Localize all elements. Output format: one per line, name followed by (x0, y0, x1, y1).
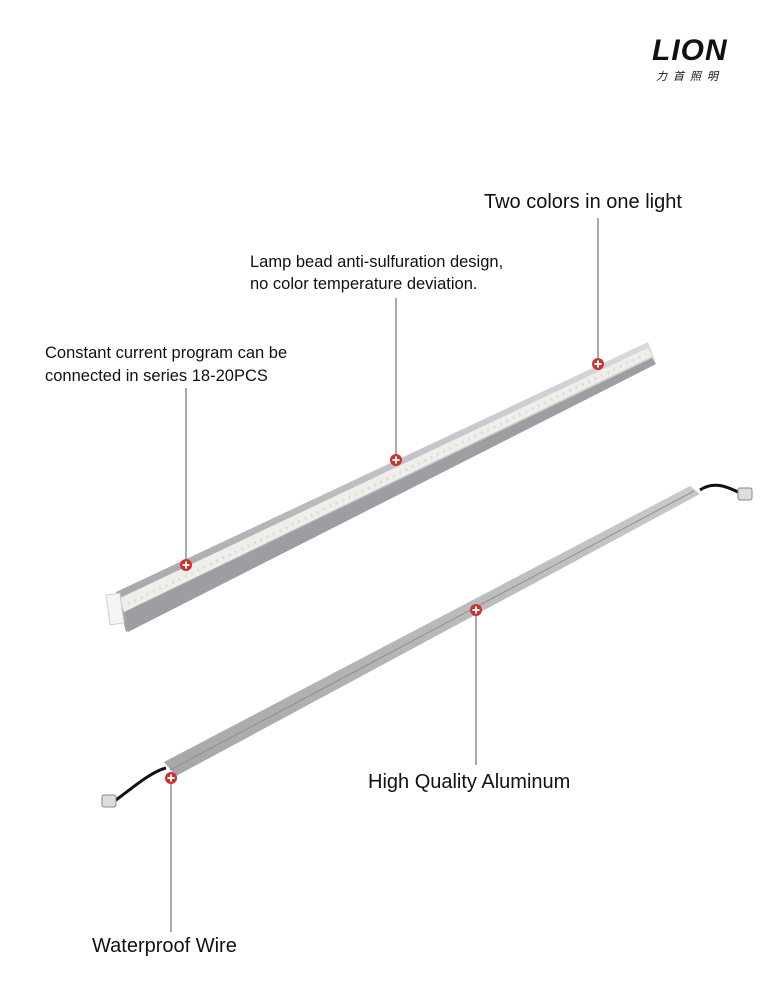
end-cap (105, 592, 125, 626)
brand-logo-word: LION (652, 34, 728, 67)
marker-aluminum-icon (470, 604, 482, 616)
connector-right-icon (737, 487, 753, 501)
marker-waterproof-wire-icon (165, 772, 177, 784)
led-bar-open (105, 342, 656, 632)
wire-right (699, 483, 743, 496)
callout-aluminum: High Quality Aluminum (368, 771, 571, 793)
marker-constant-current-icon (180, 559, 192, 571)
connector-left-icon (101, 794, 117, 808)
callout-lamp-bead-line1: Lamp bead anti-sulfuration design, (250, 253, 504, 271)
brand-logo-subtitle: 力首照明 (656, 71, 724, 83)
callout-two-colors: Two colors in one light (484, 191, 682, 213)
callout-constant-current-line1: Constant current program can be (45, 344, 288, 362)
callout-constant-current-line2: connected in series 18-20PCS (45, 367, 268, 385)
leader-lines (170, 218, 599, 932)
callout-waterproof-wire: Waterproof Wire (92, 935, 237, 957)
led-bar-closed (101, 483, 753, 808)
wire-left (115, 766, 167, 802)
marker-two-colors-icon (592, 358, 604, 370)
brand-logo: LION 力首照明 (652, 36, 748, 84)
callout-lamp-bead-line2: no color temperature deviation. (250, 275, 478, 293)
marker-lamp-bead-icon (390, 454, 402, 466)
